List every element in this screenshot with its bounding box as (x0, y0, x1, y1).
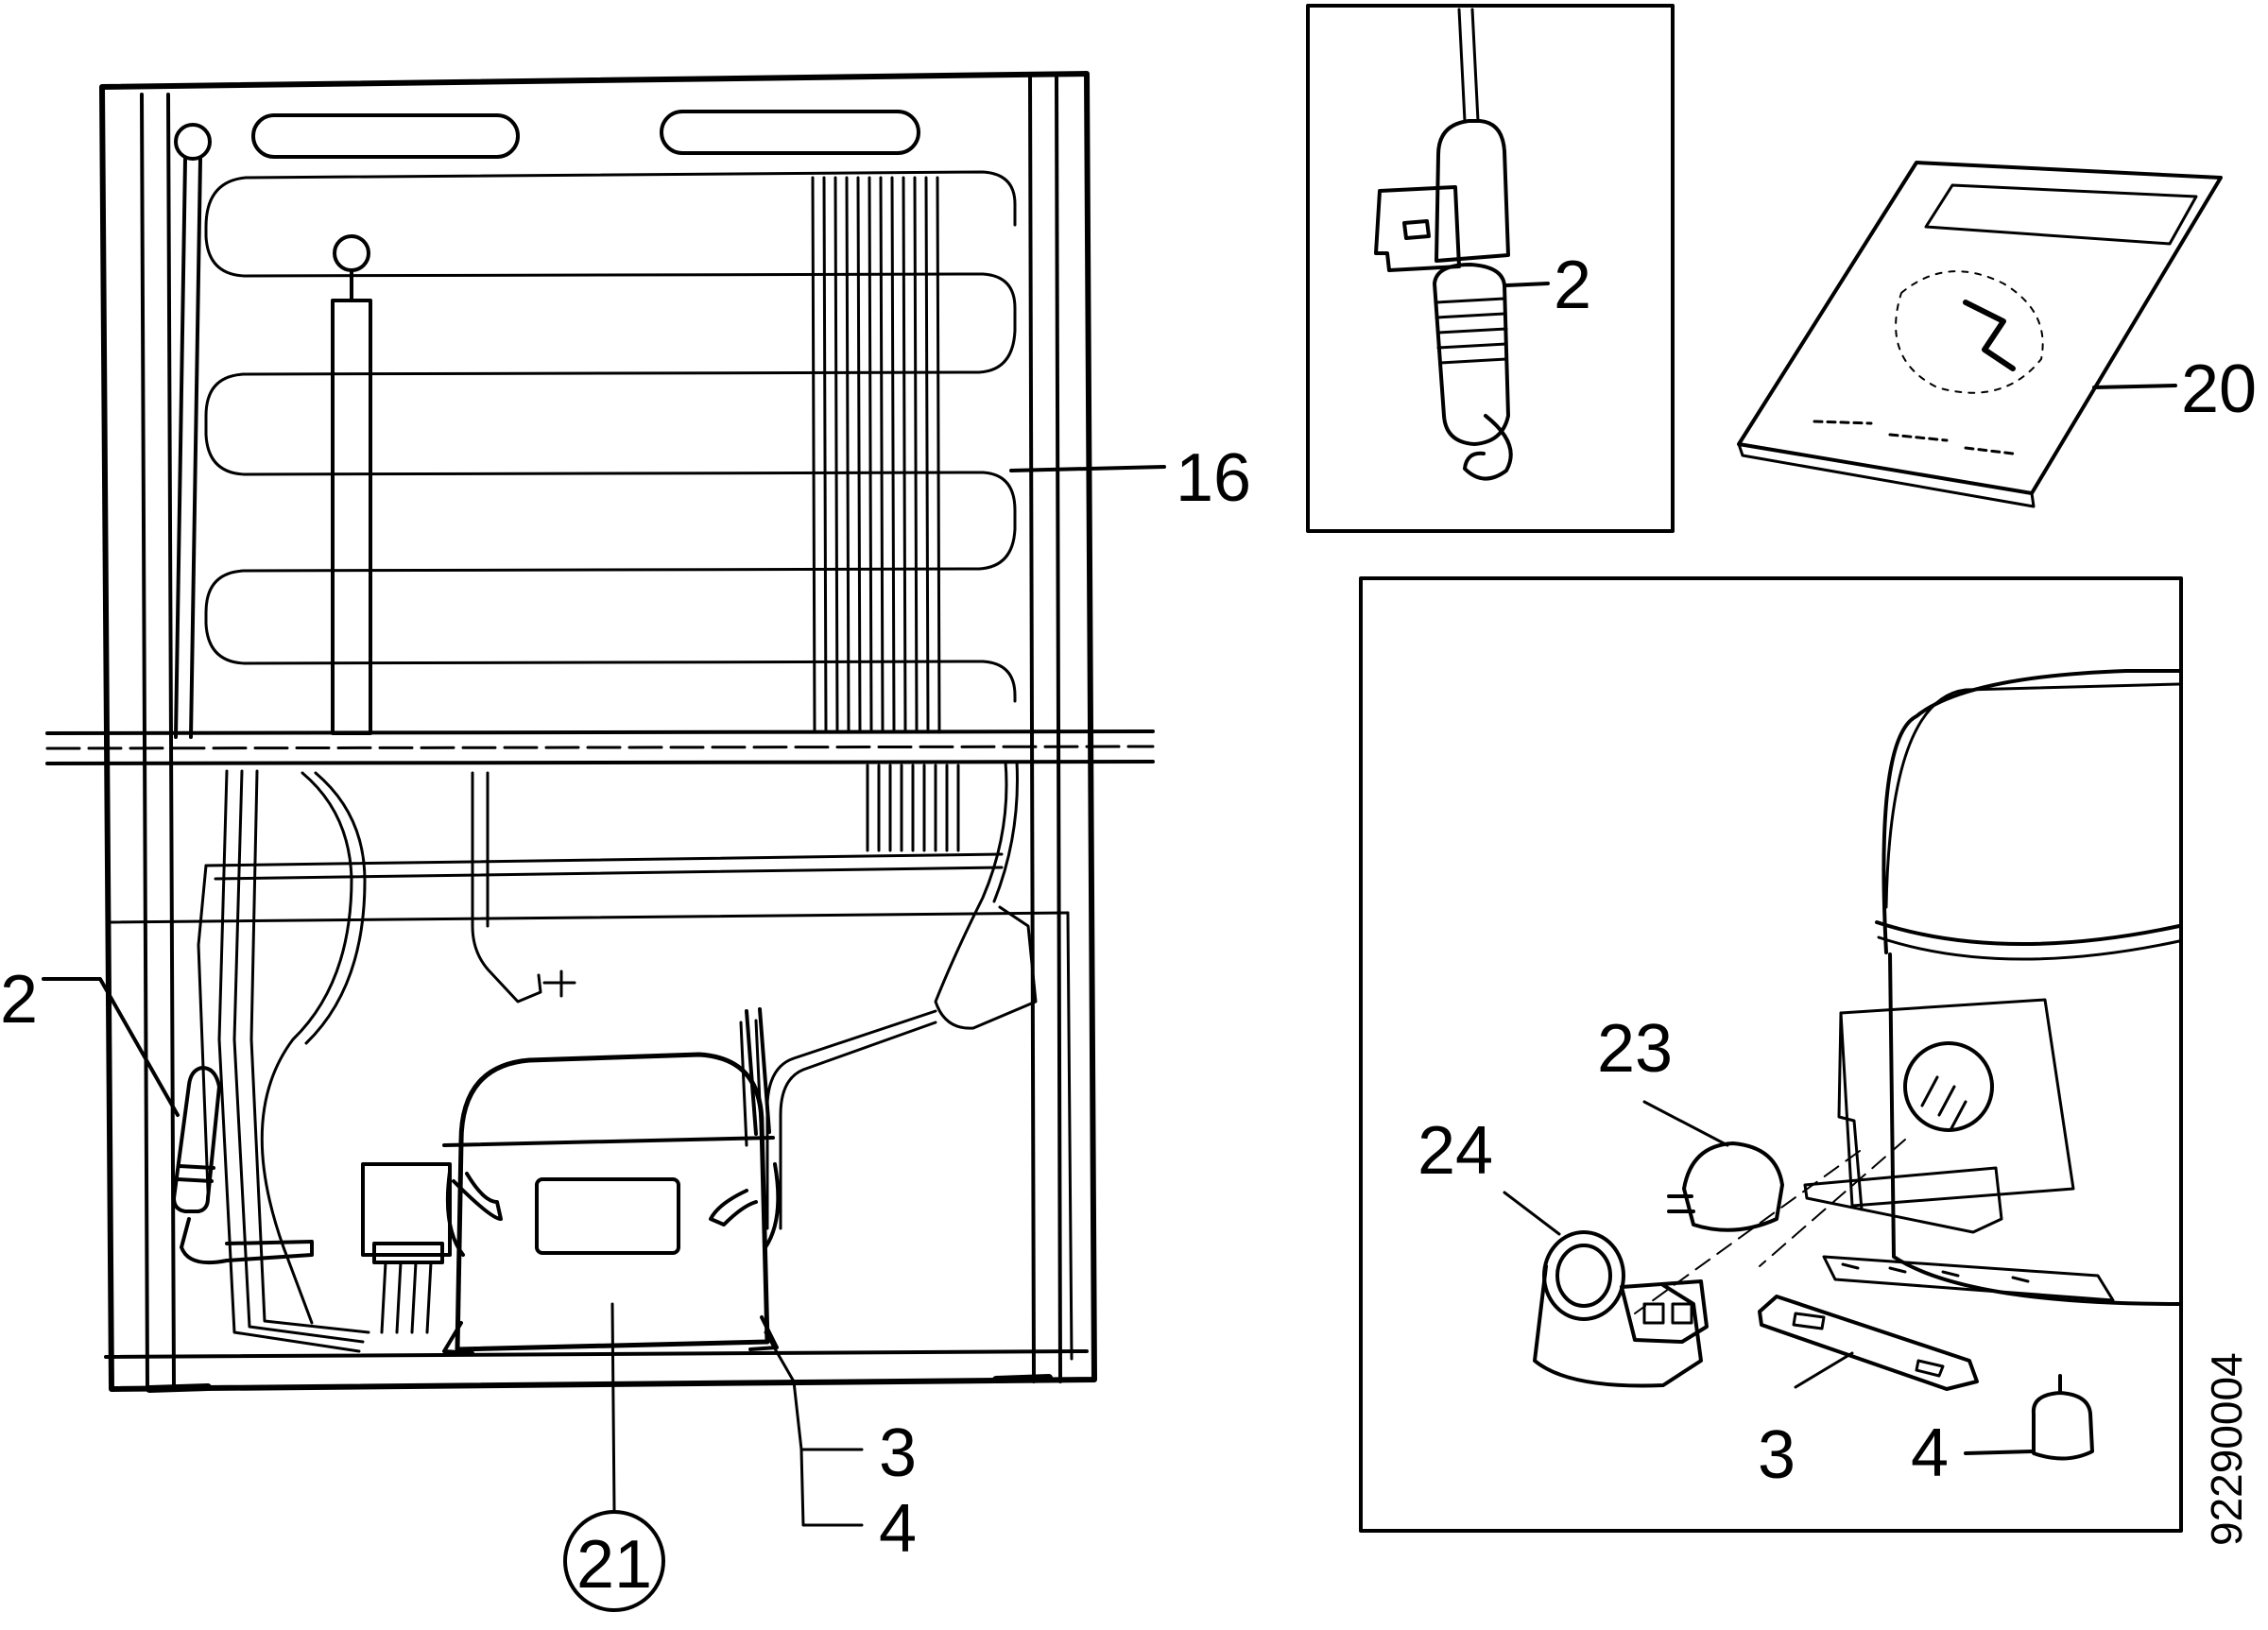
inset-manual (1737, 161, 2223, 508)
label-thermal-relay: 23 (1597, 1011, 1673, 1087)
label-manual: 20 (2181, 352, 2257, 427)
label-inset-bracket: 3 (1758, 1417, 1796, 1493)
top-slot-right (660, 110, 920, 155)
terminal-block (1903, 1041, 1994, 1132)
inset-filter-drier (1306, 4, 1675, 533)
compressor (361, 1007, 781, 1355)
compressor-nameplate (535, 1177, 680, 1255)
top-slot-left (251, 113, 520, 159)
label-bracket: 3 (879, 1416, 917, 1491)
start-relay (1533, 1230, 1709, 1388)
pipe-ring (174, 123, 212, 161)
drier-clip (1374, 185, 1461, 272)
label-start-relay: 24 (1418, 1113, 1493, 1189)
tube-ball (333, 234, 370, 272)
label-compressor: 21 (576, 1527, 652, 1603)
filter-drier (172, 1066, 221, 1213)
label-grommet: 4 (879, 1491, 917, 1567)
mounting-bracket (1758, 1295, 1979, 1391)
rubber-grommet (2031, 1391, 2094, 1461)
drawing-code: 92290004 (2202, 1352, 2251, 1546)
condenser-coil (204, 170, 1017, 703)
label-inset-grommet: 4 (1911, 1416, 1949, 1491)
label-inset-filter-drier: 2 (1554, 248, 1591, 323)
vertical-tube (331, 299, 372, 735)
refrigerator-back-view (42, 71, 1166, 1612)
relay-box (361, 1162, 452, 1257)
label-filter-drier: 2 (0, 962, 38, 1038)
inset-compressor-detail (1359, 576, 2183, 1533)
thermal-relay (1682, 1141, 1784, 1232)
condenser-fins (811, 176, 960, 852)
label-condenser: 16 (1176, 440, 1251, 516)
compressor-callout-circle (563, 1510, 665, 1612)
